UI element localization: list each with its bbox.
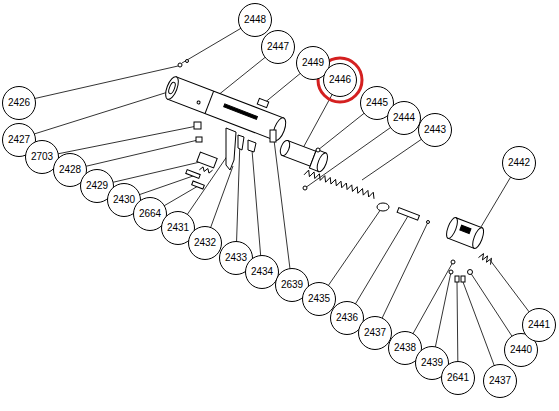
parts (163, 60, 486, 283)
callout-text: 2442 (508, 158, 530, 168)
callout-text: 2432 (194, 238, 216, 248)
callout-text: 2436 (336, 313, 358, 323)
callout-text: 2446 (329, 75, 351, 85)
callout-text: 2440 (510, 345, 532, 355)
callout-number: 2446 (323, 63, 357, 97)
callout-text: 2449 (302, 58, 324, 68)
callout-text: 2437 (364, 328, 386, 338)
callout-number: 2448 (238, 3, 272, 37)
callout-text: 2435 (308, 294, 330, 304)
callout-number: 2434 (245, 255, 279, 289)
callout-text: 2444 (393, 113, 415, 123)
callout-text: 2431 (167, 223, 189, 233)
callout-text: 2427 (8, 135, 30, 145)
callout-text: 2434 (251, 267, 273, 277)
callout-number: 2426 (2, 86, 36, 120)
callout-number: 2437 (358, 316, 392, 350)
callout-number: 2432 (188, 226, 222, 260)
callout-number: 2443 (418, 113, 452, 147)
callout-number: 2444 (387, 101, 421, 135)
callout-number: 2447 (261, 30, 295, 64)
callout-text: 2428 (59, 165, 81, 175)
callout-text: 2429 (86, 181, 108, 191)
callout-text: 2447 (267, 42, 289, 52)
callout-text: 2438 (394, 343, 416, 353)
callout-number: 2442 (502, 146, 536, 180)
callout-text: 2430 (113, 195, 135, 205)
spring-coil (304, 170, 374, 199)
callout-text: 2443 (424, 125, 446, 135)
callout-number: 2441 (522, 308, 556, 342)
callout-text: 2703 (31, 152, 53, 162)
callout-text: 2437 (489, 376, 511, 386)
spring-coil (478, 254, 491, 265)
callout-text: 2433 (225, 253, 247, 263)
callout-text: 2664 (139, 209, 161, 219)
callout-text: 2426 (8, 98, 30, 108)
leader-lines (15, 20, 539, 381)
callout-number: 2641 (441, 361, 475, 395)
callout-text: 2641 (447, 373, 469, 383)
callout-text: 2448 (244, 15, 266, 25)
callout-number: 2437 (483, 364, 517, 398)
callout-text: 2445 (366, 98, 388, 108)
callout-text: 2639 (281, 280, 303, 290)
spring-coil (199, 167, 212, 173)
callout-text: 2439 (421, 358, 443, 368)
callout-text: 2441 (528, 320, 550, 330)
